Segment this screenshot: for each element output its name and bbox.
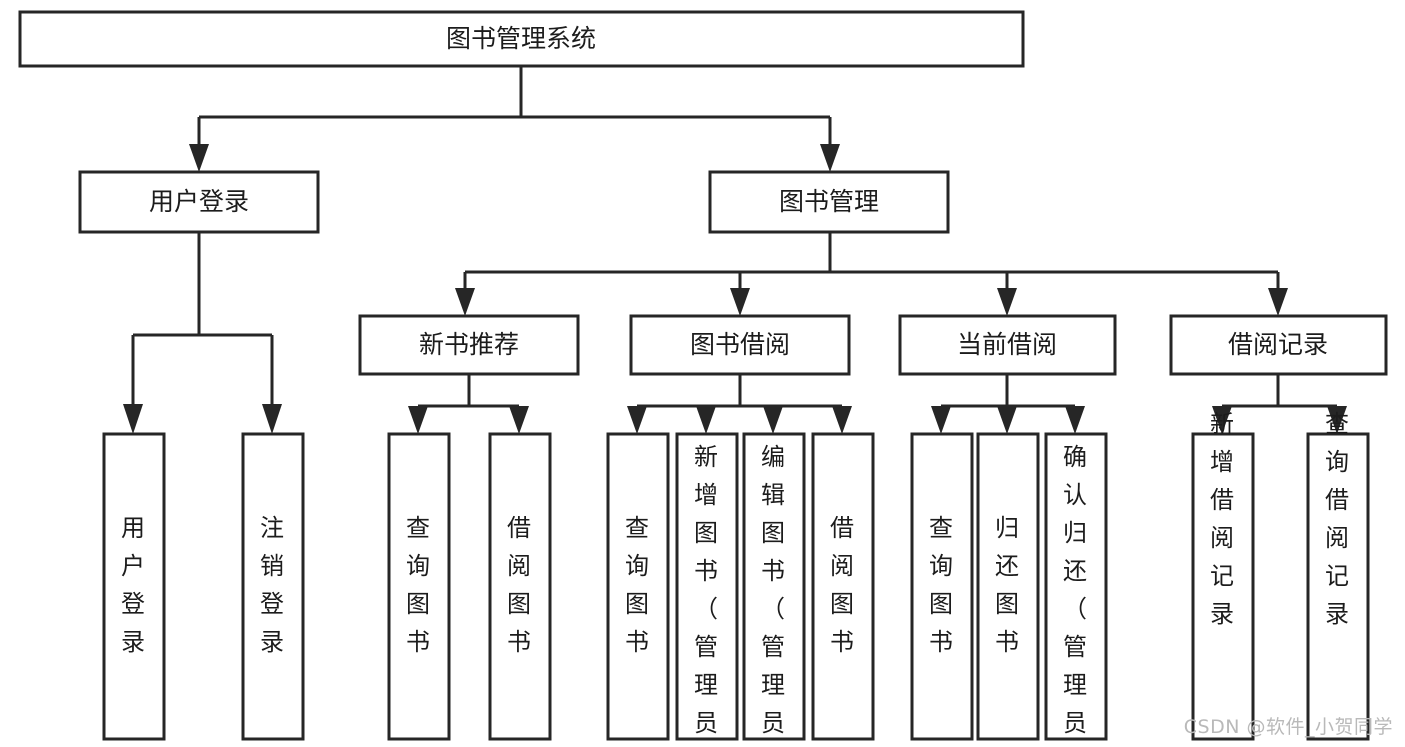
- node-leaf-query-book-2[interactable]: 查询图书: [606, 432, 670, 741]
- arrow-head-borrow-record: [1268, 288, 1288, 316]
- arrow-head-leaf-query-book-3: [931, 406, 951, 434]
- node-leaf-edit-book-box[interactable]: [742, 432, 806, 741]
- node-leaf-user-login-label: 用户登录: [121, 514, 145, 656]
- arrow-head-user-login: [189, 144, 209, 172]
- node-leaf-logout-label: 注销登录: [260, 514, 284, 656]
- arrow-head-leaf-borrow-book-1: [509, 406, 529, 434]
- arrow-head-leaf-edit-book: [763, 406, 783, 434]
- arrow-head-leaf-return-book: [997, 406, 1017, 434]
- node-borrow-record-box[interactable]: [1169, 314, 1388, 376]
- node-leaf-borrow-book-1[interactable]: 借阅图书: [488, 432, 552, 741]
- node-leaf-borrow-book-1-box[interactable]: [488, 432, 552, 741]
- node-leaf-add-book-box[interactable]: [675, 432, 739, 741]
- connector-group-root: [189, 66, 840, 172]
- node-root-label: 图书管理系统: [446, 24, 596, 53]
- node-leaf-edit-book[interactable]: 编辑图书（管理员）: [742, 432, 806, 747]
- connector-group-user-login: [123, 232, 282, 434]
- node-leaf-query-book-1-box[interactable]: [387, 432, 451, 741]
- node-leaf-query-book-2-label: 查询图书: [625, 514, 649, 656]
- node-new-book-recommend-label: 新书推荐: [419, 330, 519, 359]
- node-leaf-logout-box[interactable]: [241, 432, 305, 741]
- csdn-watermark: CSDN @软件_小贺同学: [1183, 716, 1393, 738]
- arrow-head-leaf-confirm-return: [1065, 406, 1085, 434]
- node-leaf-query-book-1-label: 查询图书: [406, 514, 430, 656]
- node-leaf-confirm-return-label: 确认归还（管理员）: [1063, 443, 1087, 747]
- node-current-borrow-label: 当前借阅: [957, 330, 1057, 359]
- node-borrow-record[interactable]: 借阅记录: [1169, 314, 1388, 376]
- node-leaf-query-record[interactable]: 查询借阅记录: [1306, 410, 1370, 741]
- arrow-head-leaf-query-book-1: [408, 406, 428, 434]
- node-user-login-box[interactable]: [78, 170, 320, 234]
- node-leaf-edit-book-label: 编辑图书（管理员）: [761, 443, 785, 747]
- arrow-head-current-borrow: [997, 288, 1017, 316]
- node-new-book-recommend-box[interactable]: [358, 314, 580, 376]
- node-leaf-query-book-3-label: 查询图书: [929, 514, 953, 656]
- node-borrow-record-label: 借阅记录: [1228, 330, 1328, 359]
- arrow-head-leaf-add-record: [1212, 406, 1232, 434]
- arrow-head-leaf-user-login: [123, 404, 143, 434]
- node-book-borrow[interactable]: 图书借阅: [629, 314, 851, 376]
- node-leaf-return-book-label: 归还图书: [995, 514, 1019, 656]
- node-book-borrow-label: 图书借阅: [690, 330, 790, 359]
- arrow-head-new-book-recommend: [455, 288, 475, 316]
- node-leaf-borrow-book-2-box[interactable]: [811, 432, 875, 741]
- node-leaf-query-book-3-box[interactable]: [910, 432, 974, 741]
- arrow-head-leaf-add-book: [696, 406, 716, 434]
- node-user-login-label: 用户登录: [149, 187, 249, 216]
- node-leaf-confirm-return-box[interactable]: [1044, 432, 1108, 741]
- node-leaf-add-record-label: 新增借阅记录: [1210, 410, 1234, 628]
- node-leaf-user-login-box[interactable]: [102, 432, 166, 741]
- node-leaf-confirm-return[interactable]: 确认归还（管理员）: [1044, 432, 1108, 747]
- node-leaf-user-login[interactable]: 用户登录: [102, 432, 166, 741]
- node-leaf-borrow-book-2-label: 借阅图书: [830, 514, 854, 656]
- node-current-borrow[interactable]: 当前借阅: [898, 314, 1117, 376]
- connector-group-borrow-record: [1212, 374, 1347, 434]
- node-leaf-add-record[interactable]: 新增借阅记录: [1191, 410, 1255, 741]
- node-book-manage[interactable]: 图书管理: [708, 170, 950, 234]
- node-leaf-query-book-3[interactable]: 查询图书: [910, 432, 974, 741]
- arrow-head-book-borrow: [730, 288, 750, 316]
- node-book-borrow-box[interactable]: [629, 314, 851, 376]
- arrow-head-leaf-logout: [262, 404, 282, 434]
- arrow-head-leaf-query-record: [1327, 406, 1347, 434]
- arrow-head-leaf-query-book-2: [627, 406, 647, 434]
- node-leaf-query-record-box[interactable]: [1306, 432, 1370, 741]
- node-user-login[interactable]: 用户登录: [78, 170, 320, 234]
- node-book-manage-label: 图书管理: [779, 187, 879, 216]
- node-leaf-query-book-1[interactable]: 查询图书: [387, 432, 451, 741]
- node-leaf-return-book-box[interactable]: [976, 432, 1040, 741]
- node-leaf-borrow-book-2[interactable]: 借阅图书: [811, 432, 875, 741]
- connector-group-new-book-recommend: [408, 374, 529, 434]
- node-current-borrow-box[interactable]: [898, 314, 1117, 376]
- connector-group-book-manage: [455, 232, 1288, 316]
- node-root-box[interactable]: [18, 10, 1025, 68]
- arrow-head-book-manage: [820, 144, 840, 172]
- connector-group-book-borrow: [627, 374, 852, 434]
- node-leaf-add-book[interactable]: 新增图书（管理员）: [675, 432, 739, 747]
- arrow-head-leaf-borrow-book-2: [832, 406, 852, 434]
- node-leaf-borrow-book-1-label: 借阅图书: [507, 514, 531, 656]
- connector-group-current-borrow: [931, 374, 1085, 434]
- node-leaf-add-record-box[interactable]: [1191, 432, 1255, 741]
- node-book-manage-box[interactable]: [708, 170, 950, 234]
- node-leaf-add-book-label: 新增图书（管理员）: [694, 443, 718, 747]
- node-leaf-query-book-2-box[interactable]: [606, 432, 670, 741]
- node-leaf-return-book[interactable]: 归还图书: [976, 432, 1040, 741]
- node-leaf-query-record-label: 查询借阅记录: [1325, 410, 1349, 628]
- node-root[interactable]: 图书管理系统: [18, 10, 1025, 68]
- node-leaf-logout[interactable]: 注销登录: [241, 432, 305, 741]
- node-new-book-recommend[interactable]: 新书推荐: [358, 314, 580, 376]
